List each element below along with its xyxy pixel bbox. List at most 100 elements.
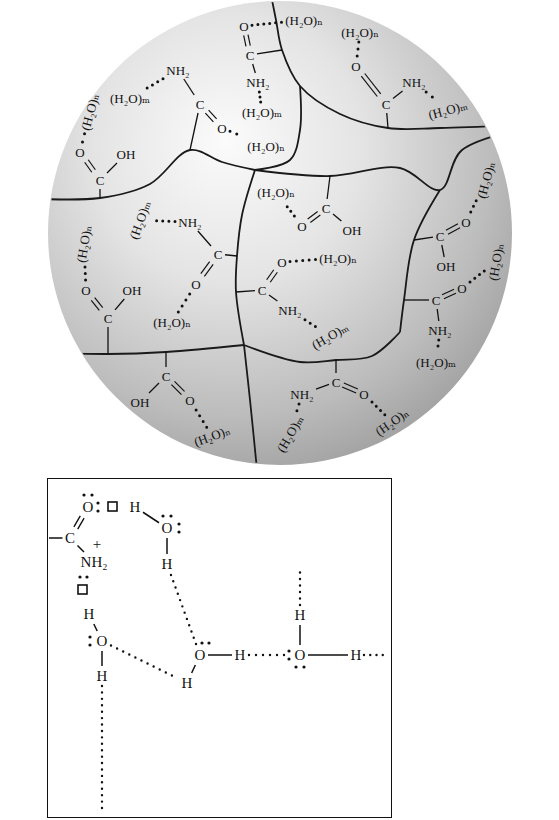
formula-label: (H₂O)ₙ bbox=[153, 316, 191, 329]
hydrogen-bond bbox=[249, 654, 291, 656]
formula-label: O bbox=[83, 500, 94, 515]
covalent-bond bbox=[198, 231, 211, 246]
formula-label: H bbox=[295, 608, 306, 623]
label-holder: (H₂O)ₙ bbox=[247, 140, 285, 153]
formula-label: NH₂ bbox=[278, 304, 301, 317]
formula-label: C bbox=[432, 294, 441, 307]
covalent-bond bbox=[437, 309, 439, 321]
formula-label: OH bbox=[437, 260, 456, 273]
covalent-bond bbox=[404, 299, 429, 300]
lone-pair-dot bbox=[200, 641, 203, 644]
covalent-bond bbox=[333, 214, 341, 221]
label-holder: (H₂O)ₙ bbox=[153, 316, 191, 329]
formula-label: O bbox=[162, 521, 173, 536]
lone-pair-dot bbox=[294, 665, 297, 668]
hydrogen-bond bbox=[171, 575, 196, 644]
formula-label: (H₂O)ₙ bbox=[257, 186, 295, 199]
formula-label: O bbox=[185, 394, 194, 407]
formula-label: NH₂ bbox=[402, 76, 425, 89]
label-holder: O bbox=[351, 60, 360, 73]
lone-pair-dot bbox=[287, 649, 290, 652]
lone-pair-dot bbox=[96, 501, 99, 504]
label-holder: NH₂ bbox=[178, 216, 201, 229]
label-holder: C bbox=[382, 98, 391, 111]
protein-chain bbox=[270, 0, 540, 129]
covalent-bond bbox=[208, 654, 232, 656]
formula-label: C bbox=[436, 230, 445, 243]
formula-label: O bbox=[297, 220, 306, 233]
label-holder: (H₂O)ₙ bbox=[285, 14, 323, 27]
label-holder: C bbox=[162, 370, 171, 383]
formula-label: C bbox=[65, 531, 75, 546]
covalent-bond bbox=[236, 291, 255, 292]
formula-label: C bbox=[214, 248, 223, 261]
label-holder: O bbox=[97, 634, 108, 649]
label-holder: H bbox=[130, 500, 141, 515]
formula-label: (H₂O)ₘ bbox=[416, 356, 456, 369]
formula-label: O bbox=[217, 122, 226, 135]
formula-label: C bbox=[322, 202, 331, 215]
label-holder: (H₂O)ₘ bbox=[416, 356, 456, 369]
formula-label: OH bbox=[131, 396, 150, 409]
label-holder: (H₂O)ₙ bbox=[257, 186, 295, 199]
hydrogen-bond bbox=[290, 260, 316, 262]
hydrogen-bond bbox=[196, 410, 207, 427]
label-holder: NH₂ bbox=[290, 388, 313, 401]
covalent-bond bbox=[225, 255, 237, 256]
label-holder: O bbox=[359, 388, 368, 401]
label-holder: OH bbox=[343, 224, 362, 237]
hydrogen-bond bbox=[111, 645, 178, 678]
covalent-bond bbox=[327, 176, 330, 199]
lone-pair-dot bbox=[88, 635, 91, 638]
label-holder: C bbox=[258, 284, 267, 297]
covalent-bond bbox=[299, 625, 301, 645]
label-holder: C bbox=[104, 312, 113, 325]
label-holder: C bbox=[322, 202, 331, 215]
structure-group bbox=[49, 493, 389, 808]
double-bond bbox=[85, 162, 92, 172]
formula-label: C bbox=[332, 376, 341, 389]
label-holder: C bbox=[436, 230, 445, 243]
label-holder: O bbox=[75, 146, 84, 159]
label-holder: H bbox=[235, 648, 246, 663]
formula-label: C bbox=[162, 370, 171, 383]
covalent-bond bbox=[107, 163, 117, 173]
hydrogen-bond bbox=[372, 402, 385, 415]
covalent-bond bbox=[269, 295, 277, 301]
covalent-bond bbox=[49, 537, 63, 539]
formula-label: O bbox=[97, 634, 108, 649]
formula-label: OH bbox=[123, 284, 142, 297]
label-holder: O bbox=[277, 256, 286, 269]
lone-pair-dot bbox=[78, 575, 81, 578]
lone-pair-dot bbox=[96, 509, 99, 512]
covalent-bond bbox=[442, 245, 444, 257]
hydrogen-bond bbox=[230, 131, 244, 137]
label-holder: H bbox=[182, 676, 193, 691]
covalent-bond bbox=[192, 665, 196, 673]
hydrogen-bond bbox=[150, 219, 175, 223]
protein-chain bbox=[255, 86, 301, 170]
label-holder: OH bbox=[437, 260, 456, 273]
hydrogen-bond bbox=[426, 92, 438, 102]
formula-label: C bbox=[246, 49, 255, 62]
formula-label: O bbox=[191, 278, 200, 291]
label-holder: OH bbox=[131, 396, 150, 409]
covalent-bond bbox=[101, 651, 103, 666]
double-bond bbox=[209, 110, 217, 119]
lone-pair-dot bbox=[177, 530, 180, 533]
label-holder: NH₂ bbox=[278, 304, 301, 317]
covalent-bond bbox=[335, 360, 336, 373]
formula-label: H bbox=[97, 669, 108, 684]
lone-pair-dot bbox=[88, 643, 91, 646]
lone-pair-dot bbox=[161, 514, 164, 517]
hydrogen-bond bbox=[471, 201, 476, 212]
formula-label: C bbox=[104, 312, 113, 325]
lone-pair-dot bbox=[177, 522, 180, 525]
label-holder: (H₂O)ₙ bbox=[341, 26, 379, 39]
double-bond bbox=[442, 289, 454, 295]
formula-label: (H₂O)ₙ bbox=[341, 26, 379, 39]
formula-label: (H₂O)ₙ bbox=[285, 14, 323, 27]
hydrogen-bond bbox=[284, 202, 295, 216]
vacancy-square bbox=[108, 502, 117, 511]
formula-label: C bbox=[258, 284, 267, 297]
